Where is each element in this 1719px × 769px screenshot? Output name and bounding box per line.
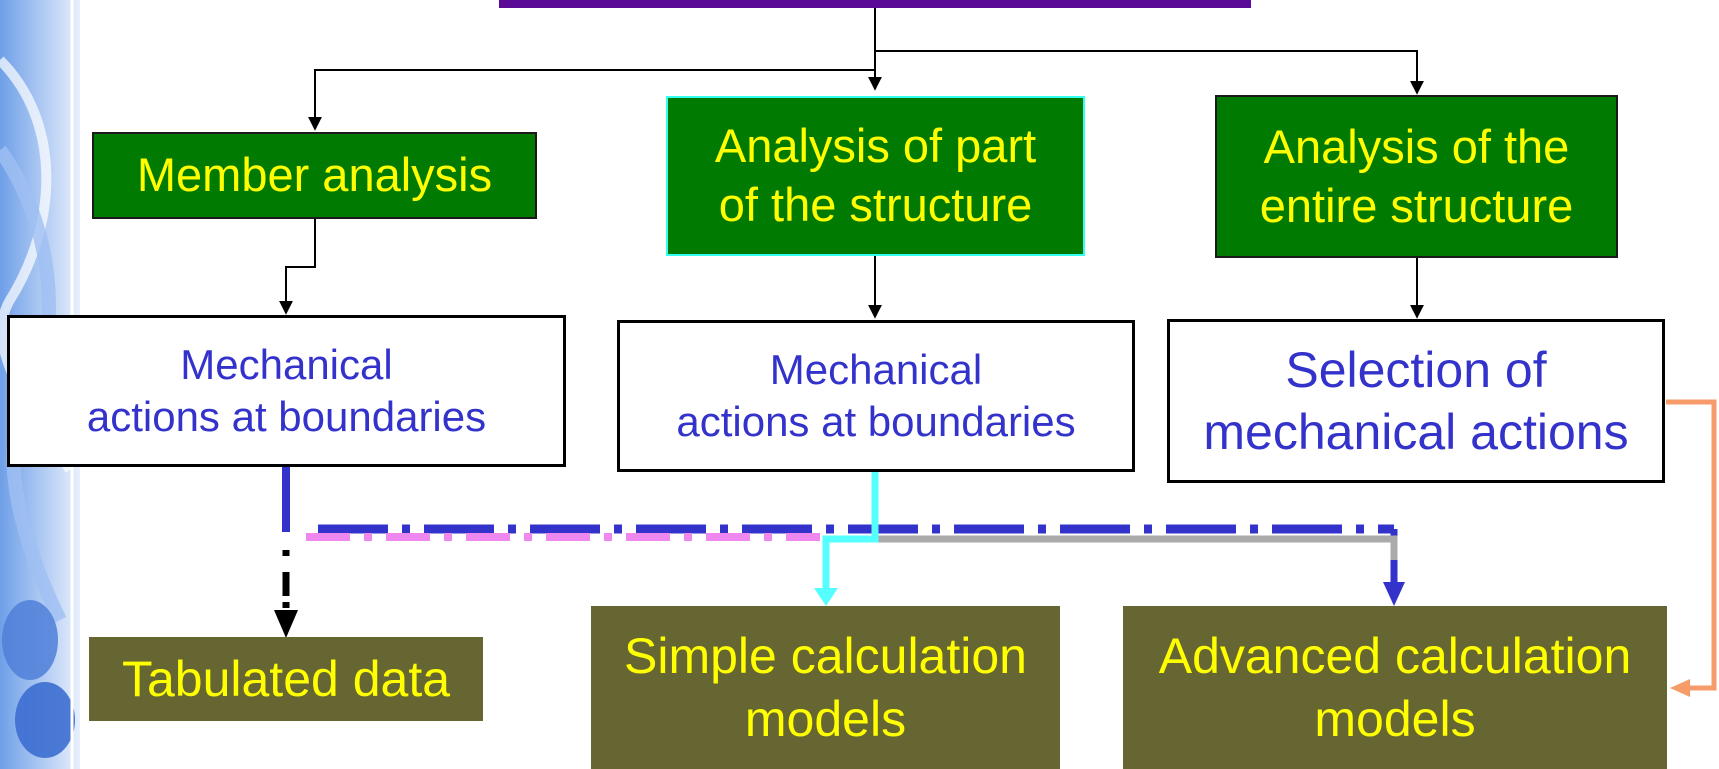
- orange-route: [1666, 399, 1717, 697]
- tabulated-data-label: Tabulated data: [121, 650, 451, 707]
- member-boundary-actions-label: Mechanical actions at boundaries: [86, 340, 487, 441]
- member-analysis-box: Member analysis: [92, 132, 537, 219]
- part-boundary-actions-label: Mechanical actions at boundaries: [676, 345, 1076, 446]
- black-dash-route: [274, 550, 298, 638]
- advanced-models-box: Advanced calculation models: [1123, 606, 1667, 769]
- tabulated-data-box: Tabulated data: [89, 637, 483, 721]
- part-boundary-actions-box: Mechanical actions at boundaries: [617, 320, 1135, 472]
- part-structure-analysis-label: Analysis of part of the structure: [714, 119, 1037, 231]
- entire-structure-analysis-label: Analysis of the entire structure: [1259, 119, 1574, 232]
- cyan-route: [814, 472, 879, 606]
- advanced-models-label: Advanced calculation models: [1158, 628, 1632, 747]
- top-fanout-connectors: [308, 8, 1424, 131]
- gray-route: [875, 535, 1398, 560]
- entire-structure-analysis-box: Analysis of the entire structure: [1215, 95, 1618, 258]
- mechanical-actions-selection-box: Selection of mechanical actions: [1167, 319, 1665, 483]
- member-boundary-actions-box: Mechanical actions at boundaries: [7, 315, 566, 467]
- member-analysis-label: Member analysis: [136, 148, 493, 202]
- header-bar: [499, 0, 1251, 8]
- simple-models-label: Simple calculation models: [624, 628, 1027, 747]
- level-connectors: [279, 219, 1424, 319]
- part-structure-analysis-box: Analysis of part of the structure: [666, 96, 1085, 256]
- mechanical-actions-selection-label: Selection of mechanical actions: [1203, 341, 1629, 461]
- simple-models-box: Simple calculation models: [591, 606, 1060, 769]
